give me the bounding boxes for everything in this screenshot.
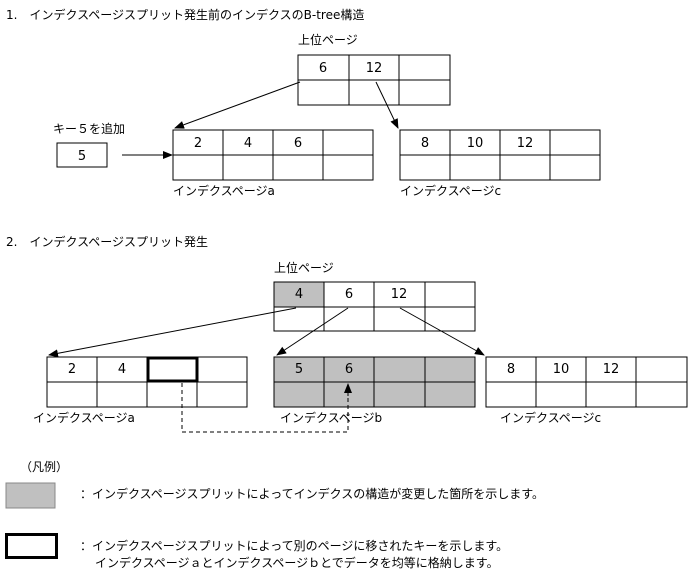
s1-arrow-to-page-c [375,81,399,129]
s2-page-c-key-2: 10 [553,362,570,377]
section1-add-key-box: 5 [56,142,108,168]
section2-page-a: 2 4 [46,356,248,408]
section2-title: 2. インデクスページスプリット発生 [6,235,209,249]
s2-arrow-to-page-a [48,307,297,358]
s2-page-b-key-1: 5 [295,362,303,377]
s2-page-b-key-2: 6 [345,362,353,377]
s1-page-c-key-2: 10 [467,136,484,151]
s2-top-key-1: 4 [295,287,303,302]
s2-page-a-key-1: 2 [68,362,76,377]
section2-page-a-label: インデクスページa [33,411,135,425]
section2-top-page: 4 6 12 [273,281,476,332]
section2-page-b: 5 6 [273,356,476,408]
s2-arrow-to-page-c [399,307,485,356]
section2-top-page-label: 上位ページ [274,261,334,275]
section1-top-key-1: 6 [319,61,327,76]
add-key-value: 5 [78,149,86,164]
legend-changed-text: ：インデクスページスプリットによってインデクスの構造が変更した箇所を示します。 [80,487,545,501]
section2-page-c: 8 10 12 [485,356,688,408]
s2-top-key-2: 6 [345,287,353,302]
s2-page-a-key-2: 4 [118,362,126,377]
section1-top-page: 6 12 [297,54,451,106]
section1-top-page-label: 上位ページ [298,33,358,47]
section1-top-key-2: 12 [366,61,383,76]
section2-page-b-label: インデクスページb [280,411,383,425]
legend-moved-swatch [5,533,58,559]
s2-top-key-3: 12 [391,287,408,302]
s1-page-a-key-1: 2 [194,136,202,151]
section1-page-a-label: インデクスページa [173,184,275,198]
s1-page-a-key-3: 6 [294,136,302,151]
moved-key-slot [146,356,199,383]
s1-arrow-to-page-a [174,81,301,129]
s1-page-a-key-2: 4 [244,136,252,151]
s2-arrow-to-page-b [276,307,349,356]
legend-moved-text-line1: ：インデクスページスプリットによって別のページに移されたキーを示します。 [80,539,509,553]
legend-moved-text-line2: インデクスページａとインデクスページｂとでデータを均等に格納します。 [95,556,499,570]
section1-page-c-label: インデクスページc [400,184,502,198]
s2-page-c-key-3: 12 [603,362,620,377]
legend-changed-swatch [5,482,56,509]
section1-page-c: 8 10 12 [399,129,601,181]
s1-page-c-key-3: 12 [517,136,534,151]
section2-page-c-label: インデクスページc [500,411,602,425]
s2-page-c-key-1: 8 [507,362,515,377]
add-key-label: キー５を追加 [53,122,126,136]
section1-page-a: 2 4 6 [172,129,374,181]
moved-key-dashed-path [181,383,349,433]
legend-title: （凡例） [20,460,69,474]
s1-page-c-key-1: 8 [421,136,429,151]
section1-title: 1. インデクスページスプリット発生前のインデクスのB-tree構造 [6,8,365,22]
